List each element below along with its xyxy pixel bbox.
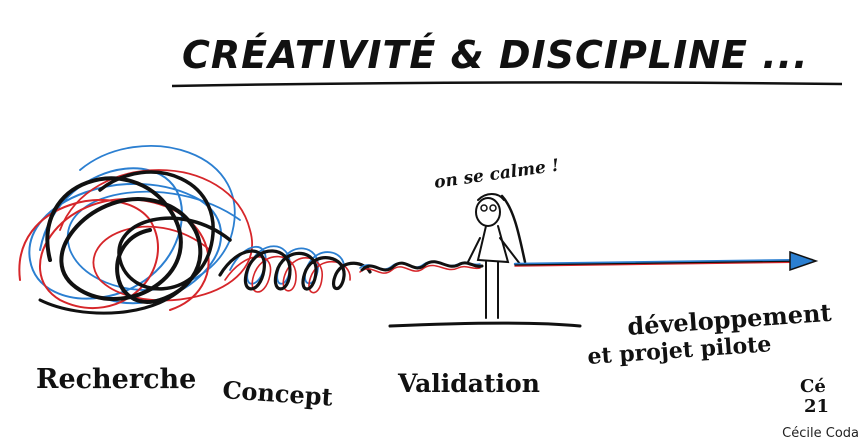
image-credit: Cécile Coda — [782, 426, 859, 441]
title-underline — [172, 82, 842, 86]
validation-squiggle — [360, 261, 482, 273]
speech-text: on se calme ! — [433, 156, 560, 193]
label-validation: Validation — [397, 369, 540, 398]
development-arrow — [515, 252, 816, 270]
page-title: CRÉATIVITÉ & DISCIPLINE ... — [182, 33, 809, 77]
label-concept: Concept — [222, 375, 334, 412]
signature-initials: Cé — [800, 376, 826, 397]
figure-head — [476, 198, 500, 226]
label-research: Recherche — [36, 364, 196, 395]
arrow-head — [790, 252, 816, 270]
figure-ground-line — [390, 323, 580, 326]
label-pilot: et projet pilote — [587, 331, 773, 370]
signature-year: 21 — [804, 396, 829, 417]
stick-figure — [390, 194, 580, 326]
research-scribble — [19, 146, 252, 313]
